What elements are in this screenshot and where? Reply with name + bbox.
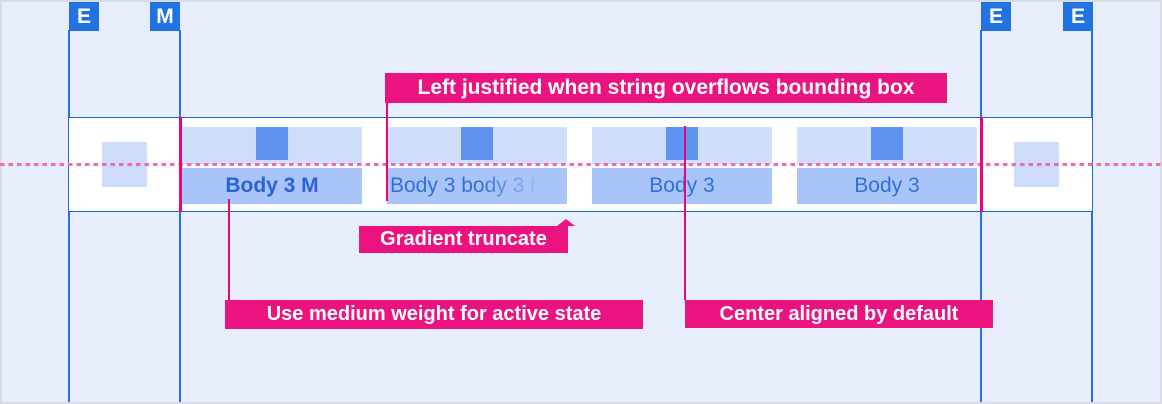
guide-line-right-margin	[980, 30, 982, 402]
spacing-marker-e-right-outer: E	[1063, 2, 1093, 31]
spacing-marker-e-left: E	[69, 2, 99, 31]
tab-icon-placeholder	[461, 126, 493, 160]
tab-active-body-3-m[interactable]: Body 3 M	[182, 126, 362, 204]
annotation-gradient-truncate-text: Gradient truncate	[380, 228, 547, 250]
tab-label: Body 3	[797, 167, 977, 204]
medium-weight-leader-line	[228, 199, 230, 300]
guide-line-left-edge	[68, 30, 70, 402]
center-baseline-dashed-line	[0, 163, 1162, 166]
tab-body-3-third[interactable]: Body 3	[592, 126, 772, 204]
tab-label: Body 3 M	[182, 167, 362, 204]
annotation-center-aligned: Center aligned by default	[685, 300, 993, 328]
gradient-truncate-fade	[479, 167, 567, 204]
spacing-marker-e-right-inner: E	[981, 2, 1011, 31]
guide-line-right-edge	[1091, 30, 1093, 402]
tab-overflow-body-3[interactable]: Body 3 body 3 b	[387, 126, 567, 204]
tab-icon-placeholder	[666, 126, 698, 160]
annotation-gradient-truncate: Gradient truncate	[359, 219, 575, 253]
tab-icon-placeholder	[256, 126, 288, 160]
annotation-medium-weight: Use medium weight for active state	[225, 300, 643, 329]
spacing-marker-m-left: M	[150, 2, 180, 31]
center-aligned-leader-line	[684, 126, 686, 300]
tab-body-3-fourth[interactable]: Body 3	[797, 126, 977, 204]
guide-line-left-margin	[179, 30, 181, 402]
annotation-left-justified: Left justified when string overflows bou…	[385, 73, 947, 103]
margin-highlight-line-right	[980, 117, 983, 212]
margin-highlight-line-left	[179, 117, 182, 212]
arrow-up-icon	[557, 219, 575, 226]
tab-icon-placeholder	[871, 126, 903, 160]
left-justified-leader-line	[386, 103, 388, 201]
tab-label: Body 3	[592, 167, 772, 204]
